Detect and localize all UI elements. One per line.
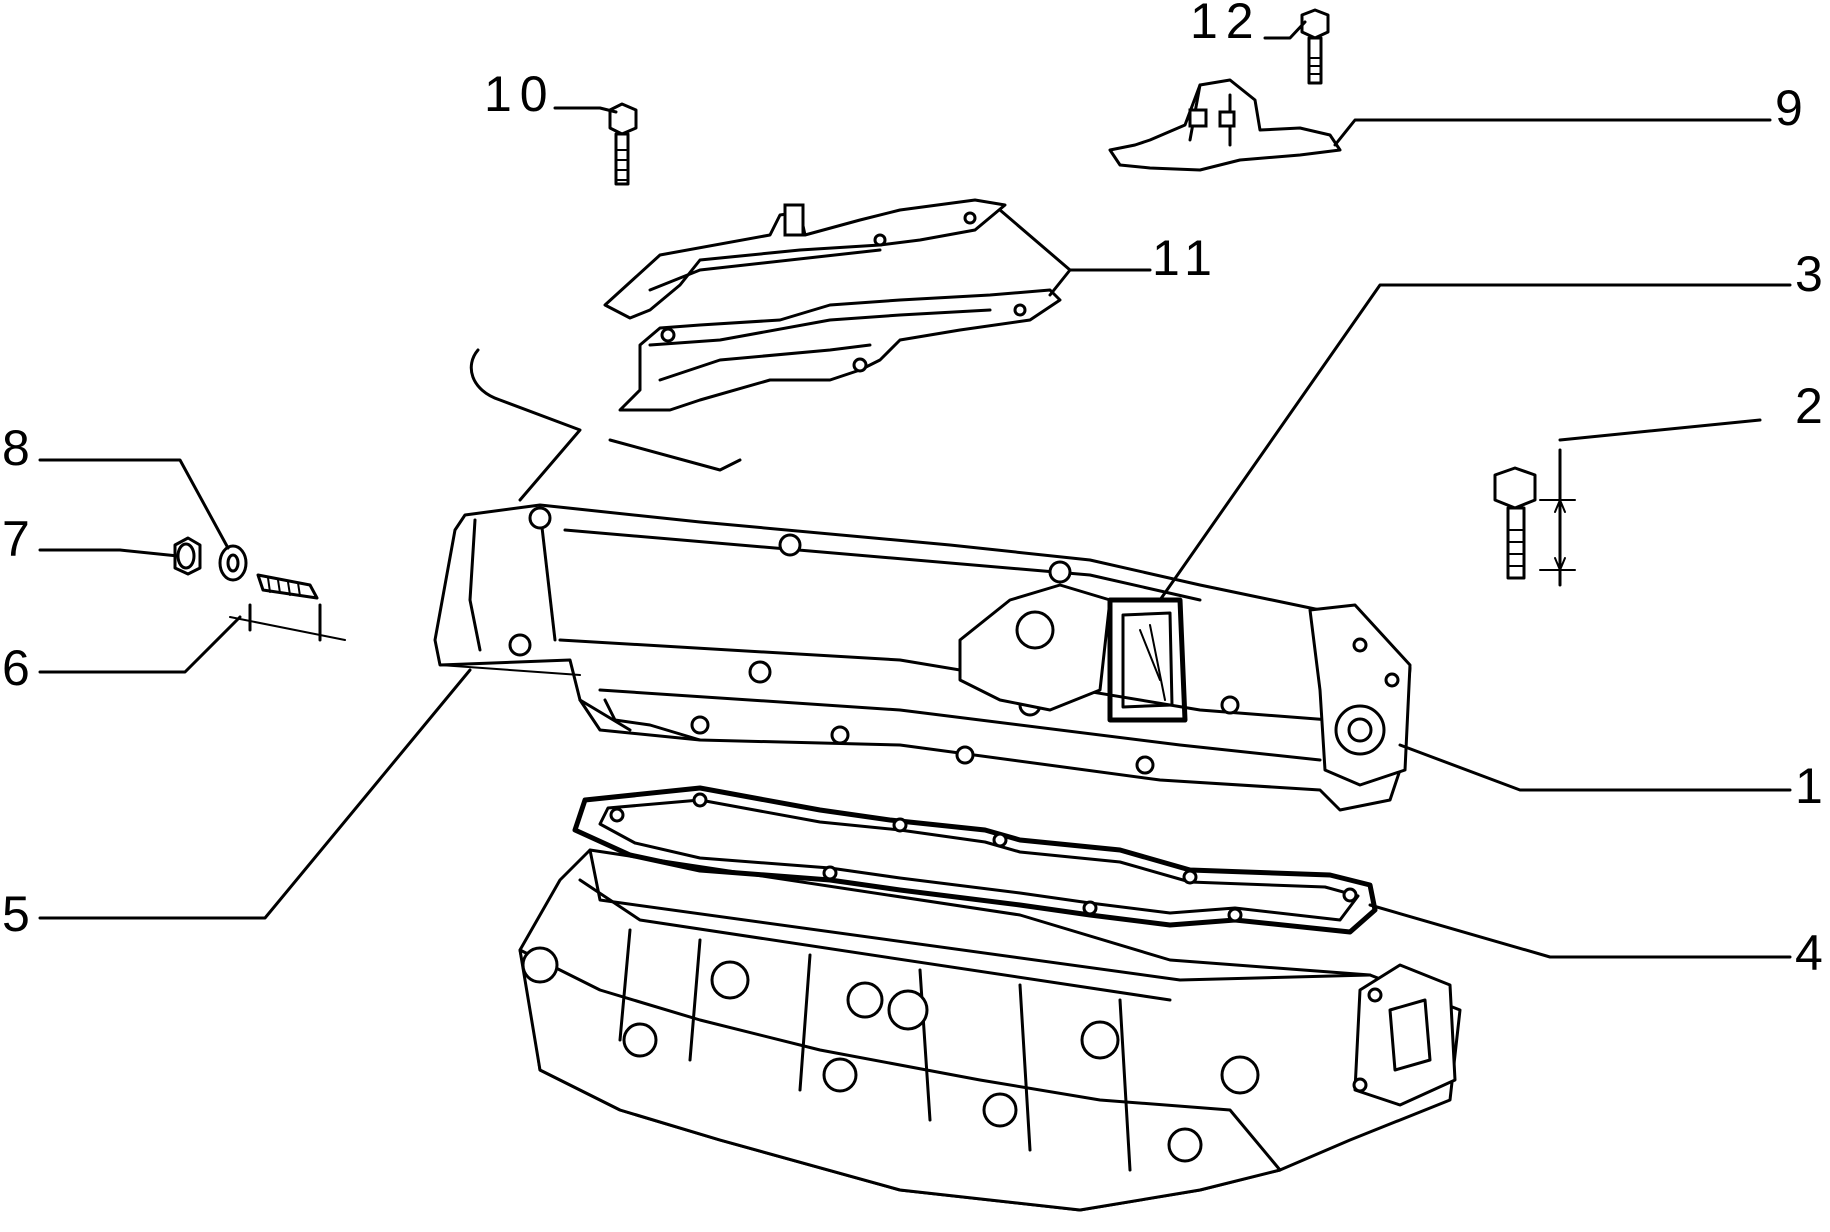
leader-lines bbox=[38, 20, 1792, 959]
callout-2: 2 bbox=[1795, 378, 1823, 434]
leader-3 bbox=[1158, 283, 1792, 602]
bolt-10 bbox=[608, 102, 638, 186]
callout-8: 8 bbox=[2, 420, 30, 476]
callout-labels: 1 2 3 4 5 6 7 8 9 10 11 12 bbox=[2, 0, 1823, 981]
callout-1: 1 bbox=[1795, 758, 1823, 814]
callout-5: 5 bbox=[2, 886, 30, 942]
leader-7 bbox=[38, 548, 180, 558]
leader-12 bbox=[1263, 20, 1307, 40]
leader-1 bbox=[1398, 743, 1792, 792]
assembly-leader bbox=[469, 348, 582, 502]
leader-10 bbox=[553, 106, 618, 114]
stud-6 bbox=[229, 573, 346, 642]
callout-9: 9 bbox=[1775, 80, 1803, 136]
valve-cover bbox=[433, 503, 1412, 812]
valve-cover-gasket bbox=[572, 785, 1378, 935]
bolt-12 bbox=[1300, 8, 1330, 85]
callout-6: 6 bbox=[2, 640, 30, 696]
callout-7: 7 bbox=[2, 511, 30, 567]
callout-11: 11 bbox=[1152, 230, 1220, 286]
leader-5 bbox=[38, 668, 472, 920]
cover-plate-upper bbox=[603, 198, 1007, 320]
callout-10: 10 bbox=[484, 66, 556, 122]
leader-6 bbox=[38, 615, 242, 674]
bolt-2 bbox=[1493, 448, 1576, 587]
cylinder-head bbox=[518, 848, 1462, 1212]
leader-11 bbox=[998, 208, 1152, 297]
leader-9 bbox=[1333, 118, 1772, 147]
cover-plate-lower bbox=[618, 288, 1062, 412]
leader-8 bbox=[38, 458, 230, 550]
cap-nut-7 bbox=[173, 536, 202, 576]
leader-4 bbox=[1368, 903, 1792, 959]
washer-8 bbox=[218, 544, 248, 582]
leader-2 bbox=[1558, 418, 1762, 442]
bracket bbox=[1108, 78, 1342, 172]
callout-4: 4 bbox=[1795, 925, 1823, 981]
callout-12: 12 bbox=[1190, 0, 1262, 49]
callout-3: 3 bbox=[1795, 246, 1823, 302]
